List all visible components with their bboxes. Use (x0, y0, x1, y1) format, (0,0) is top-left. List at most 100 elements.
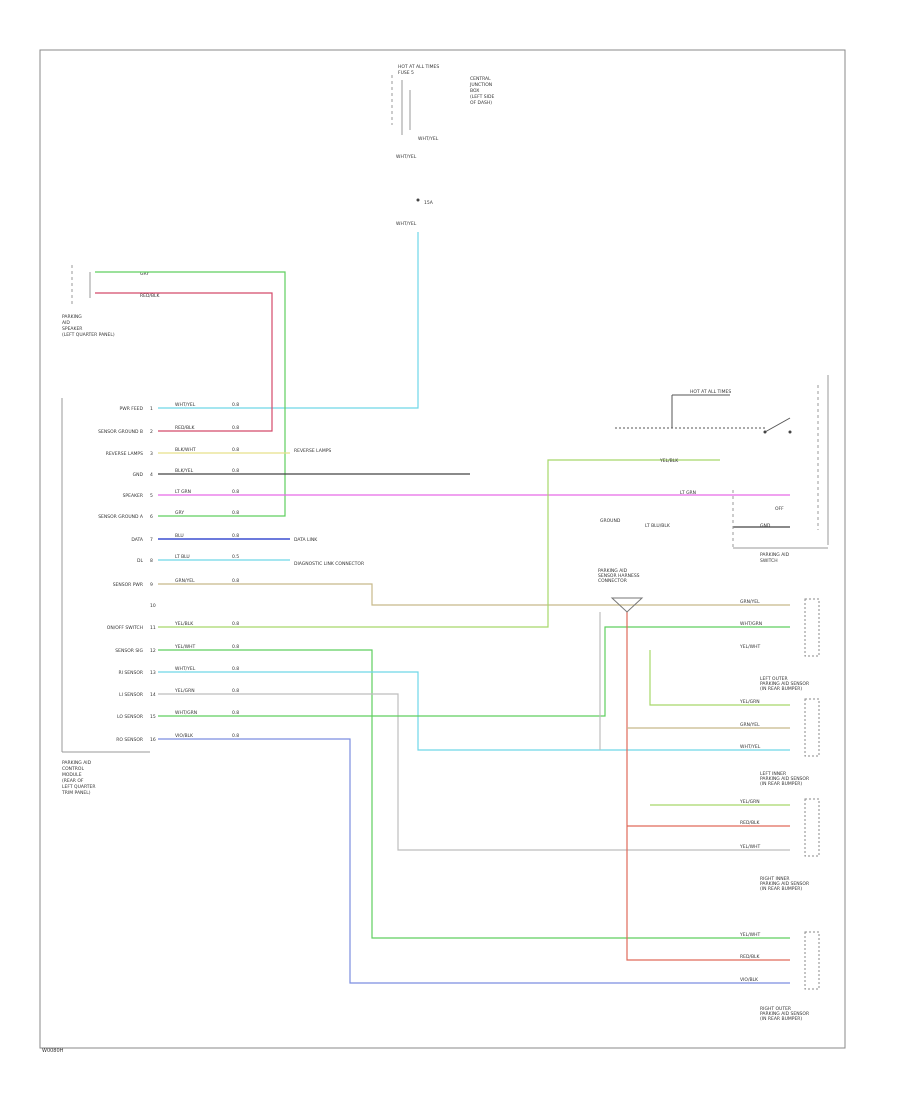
pin-gauge: 0.8 (232, 688, 239, 694)
sensor-wire-color: GRN/YEL (740, 722, 760, 728)
wire-ro-sensor (158, 738, 790, 984)
pin-gauge: 0.8 (232, 468, 239, 474)
pin-name: REVERSE LAMPS (106, 451, 143, 457)
pin-wire-color: WHT/GRN (175, 710, 197, 716)
pin-gauge: 0.8 (232, 666, 239, 672)
pin-name: ON/OFF SWITCH (107, 625, 143, 631)
wire-pwr-feed (158, 232, 419, 409)
wire-sensor-pwr (158, 583, 790, 606)
sensor-wire-color: GRN/YEL (740, 599, 760, 605)
ground-note: GROUND (600, 518, 621, 524)
pin-name: SENSOR GROUND A (98, 514, 144, 520)
fuse-label-bot: WHT/YEL (396, 221, 417, 227)
pin-name: LI SENSOR (119, 692, 143, 698)
sensor-wire-color: YEL/WHT (739, 844, 760, 850)
pin-name: DL (137, 558, 143, 564)
fuse-label-top: WHT/YEL (396, 154, 417, 160)
switch-wire-c: LT BLU/BLK (645, 523, 671, 529)
pin-number: 7 (150, 537, 153, 543)
pin-name: LO SENSOR (117, 714, 143, 720)
pin-number: 8 (150, 558, 153, 564)
sensor-connector (804, 598, 820, 657)
dl-note: DIAGNOSTIC LINK CONNECTOR (294, 561, 364, 567)
pin-wire-color: RED/BLK (175, 425, 196, 431)
pin-number: 6 (150, 514, 153, 520)
switch-off-label: OFF (775, 506, 784, 512)
pin-number: 13 (150, 670, 156, 676)
wire-li-sensor (158, 693, 790, 851)
sensor-wire-color: VIO/BLK (740, 977, 759, 983)
pin-gauge: 0.8 (232, 425, 239, 431)
pin-gauge: 0.8 (232, 510, 239, 516)
wire-lo-sensor (158, 626, 790, 717)
module-pin: LI SENSOR 14 YEL/GRN 0.8 (119, 688, 239, 698)
pin-gauge: 0.8 (232, 489, 239, 495)
sensor-wire-color: RED/BLK (740, 954, 761, 960)
module-pin: RI SENSOR 13 WHT/YEL 0.8 (119, 666, 240, 676)
pin-wire-color: YEL/BLK (174, 621, 194, 627)
pin-name: SPEAKER (123, 493, 143, 499)
footer-code: W0080H (42, 1048, 64, 1054)
pin-number: 14 (150, 692, 156, 698)
wire-ri-sensor (158, 671, 790, 751)
pin-gauge: 0.8 (232, 402, 239, 408)
wire-sensor-ground-a (95, 271, 286, 517)
sensor-wire-color: YEL/WHT (739, 644, 760, 650)
pin-wire-color: BLK/YEL (175, 468, 194, 474)
wire-sensor-sig (158, 649, 790, 939)
module-pin: SENSOR GROUND A 6 GRY 0.8 (98, 510, 239, 520)
sensor-wire-color: YEL/WHT (739, 932, 760, 938)
pin-number: 12 (150, 648, 156, 654)
pin-name: RI SENSOR (119, 670, 143, 676)
pin-wire-color: YEL/WHT (174, 644, 195, 650)
pin-name: DATA (131, 537, 144, 543)
wire-switch (158, 459, 720, 628)
speaker-wire-bot: RED/BLK (140, 293, 161, 299)
switch-wire-b: LT GRN (680, 490, 696, 496)
wires (95, 232, 790, 984)
fuse-amp: 15A (424, 200, 434, 206)
ignition-wire-top: WHT/YEL (418, 136, 439, 142)
pin-wire-color: GRY (175, 510, 184, 516)
sensor-wire-color: YEL/GRN (739, 799, 760, 805)
pin-wire-color: WHT/YEL (175, 402, 196, 408)
switch-top-label: HOT AT ALL TIMES (690, 389, 731, 395)
pin-number: 16 (150, 737, 156, 743)
pin-wire-color: WHT/YEL (175, 666, 196, 672)
pin-gauge: 0.5 (232, 554, 239, 560)
wire-sensor-ground-b (95, 292, 273, 432)
sensor-wire-color: YEL/GRN (739, 699, 760, 705)
pin-wire-color: YEL/GRN (174, 688, 195, 694)
pin-number: 4 (150, 472, 153, 478)
pin-gauge: 0.8 (232, 533, 239, 539)
pin-gauge: 0.8 (232, 710, 239, 716)
pin-number: 9 (150, 582, 153, 588)
pin-number: 5 (150, 493, 153, 499)
data-note: DATA LINK (294, 537, 318, 543)
pin-number: 15 (150, 714, 156, 720)
pin-name: PWR FEED (120, 406, 144, 412)
